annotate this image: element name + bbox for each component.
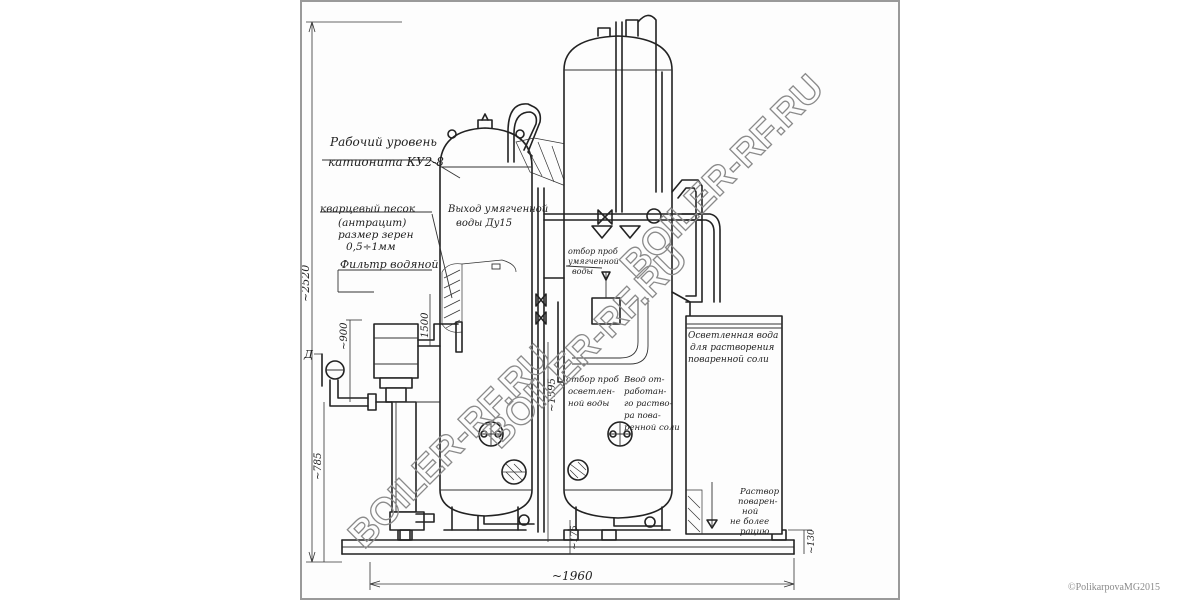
- label-brine-3: ной: [742, 507, 758, 517]
- dimension-texts: ~2520 ~785 ~900 1500 ~1595 ~175 ~130 ~19…: [302, 265, 817, 583]
- label-sample-softened-1: отбор проб: [568, 247, 618, 256]
- label-inlet-marker: Д: [303, 348, 314, 361]
- dim-width-total: ~1960: [552, 569, 593, 583]
- water-filter: [373, 323, 435, 541]
- label-brine-4: не более: [730, 516, 769, 527]
- bottom-hatch-1: [501, 459, 527, 485]
- sight-glass-1: [478, 421, 504, 447]
- dim-height-785: ~785: [313, 453, 324, 480]
- label-sample-clarified-1: отбор проб: [566, 374, 620, 385]
- label-sand-4: 0,5÷1мм: [346, 241, 396, 253]
- drawing-frame: Рабочий уровень катионита КУ2-8 кварцевы…: [300, 0, 900, 600]
- base-frame: [341, 529, 795, 555]
- label-work-level-1: Рабочий уровень: [329, 135, 437, 149]
- label-tank-2: для растворения: [690, 343, 774, 353]
- piping: [417, 21, 721, 533]
- labels: Рабочий уровень катионита КУ2-8 кварцевы…: [303, 135, 780, 537]
- sight-glass-2: [607, 421, 633, 447]
- label-outlet-1: Выход умягченной: [447, 204, 548, 215]
- label-tank-3: поваренной соли: [688, 355, 769, 365]
- label-sample-softened-3: воды: [572, 267, 593, 276]
- copyright-notice: ©PolikarpovaMG2015: [1068, 582, 1161, 593]
- dim-1500: 1500: [420, 312, 431, 338]
- column-2: [563, 14, 673, 531]
- label-sample-softened-2: умягченной: [567, 257, 619, 266]
- label-regen-4: ра пова-: [624, 411, 661, 421]
- label-brine-1: Раствор: [739, 487, 780, 497]
- label-brine-2: поварен-: [738, 497, 778, 507]
- dim-900: ~900: [339, 322, 350, 350]
- label-outlet-2: воды Ду15: [456, 218, 512, 229]
- brine-tank: [685, 315, 783, 535]
- column-1: [439, 103, 599, 531]
- label-sample-clarified-2: осветлен-: [568, 387, 615, 397]
- dimension-lines: [306, 21, 812, 590]
- dim-height-total: ~2520: [302, 265, 312, 302]
- technical-drawing: Рабочий уровень катионита КУ2-8 кварцевы…: [302, 14, 833, 590]
- label-sand-2: (антрацит): [338, 217, 406, 229]
- label-work-level-2: катионита КУ2-8: [328, 155, 444, 169]
- leader-lines: [320, 159, 782, 329]
- dim-175: ~175: [570, 525, 580, 550]
- label-regen-2: работан-: [624, 386, 667, 397]
- label-brine-5: рацию: [740, 527, 770, 537]
- label-regen-3: го раство-: [624, 399, 673, 409]
- label-regen-5: ренной соли: [624, 423, 680, 433]
- label-sand-1: кварцевый песок: [320, 203, 416, 215]
- bottom-hatch-2: [567, 459, 589, 481]
- dim-1595: ~1595: [547, 378, 558, 412]
- label-tank-1: Осветленная вода: [688, 331, 778, 341]
- label-filter: Фильтр водяной: [340, 258, 438, 271]
- label-sand-3: размер зерен: [338, 229, 414, 241]
- label-regen-1: Ввод от-: [623, 375, 665, 385]
- label-sample-clarified-3: ной воды: [568, 399, 609, 409]
- dim-130: ~130: [807, 529, 817, 554]
